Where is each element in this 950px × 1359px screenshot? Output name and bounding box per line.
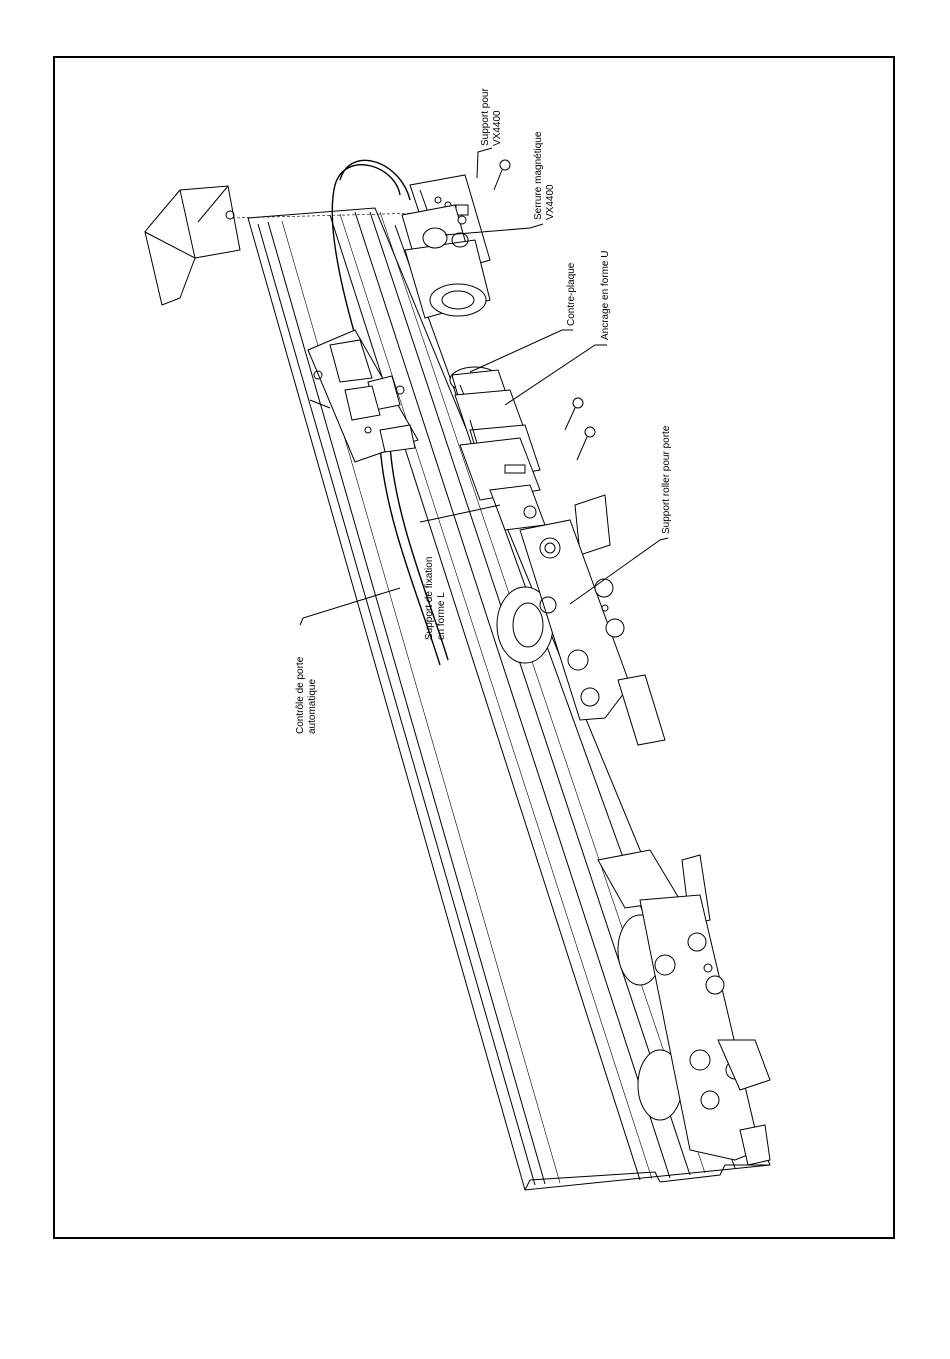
- label-controle-porte-line1: Contrôle de porte: [295, 656, 306, 734]
- label-serrure-line1: Serrure magnétique: [533, 131, 544, 220]
- label-controle-porte-line2: automatique: [307, 679, 318, 734]
- label-controle-porte: Contrôle de porte automatique: [295, 656, 318, 734]
- label-support-vx4400-line2: VX4400: [492, 110, 503, 146]
- label-support-roller-line1: Support roller pour porte: [661, 425, 672, 534]
- label-support-vx4400: Support pour VX4400: [480, 88, 503, 146]
- label-ancrage-u-line1: Ancrage en forme U: [600, 251, 611, 341]
- screws-mid: [565, 398, 595, 460]
- label-support-vx4400-line1: Support pour: [480, 88, 491, 146]
- label-support-roller: Support roller pour porte: [661, 425, 672, 534]
- label-serrure: Serrure magnétique VX4400: [533, 131, 556, 220]
- label-serrure-line2: VX4400: [545, 184, 556, 220]
- label-support-fixation-l-line1: Support de fixation: [424, 557, 435, 640]
- label-support-fixation-l-line2: en forme L: [436, 592, 447, 640]
- label-contre-plaque: Contre-plaque: [566, 262, 577, 326]
- label-contre-plaque-line1: Contre-plaque: [566, 262, 577, 326]
- label-ancrage-u: Ancrage en forme U: [600, 251, 611, 341]
